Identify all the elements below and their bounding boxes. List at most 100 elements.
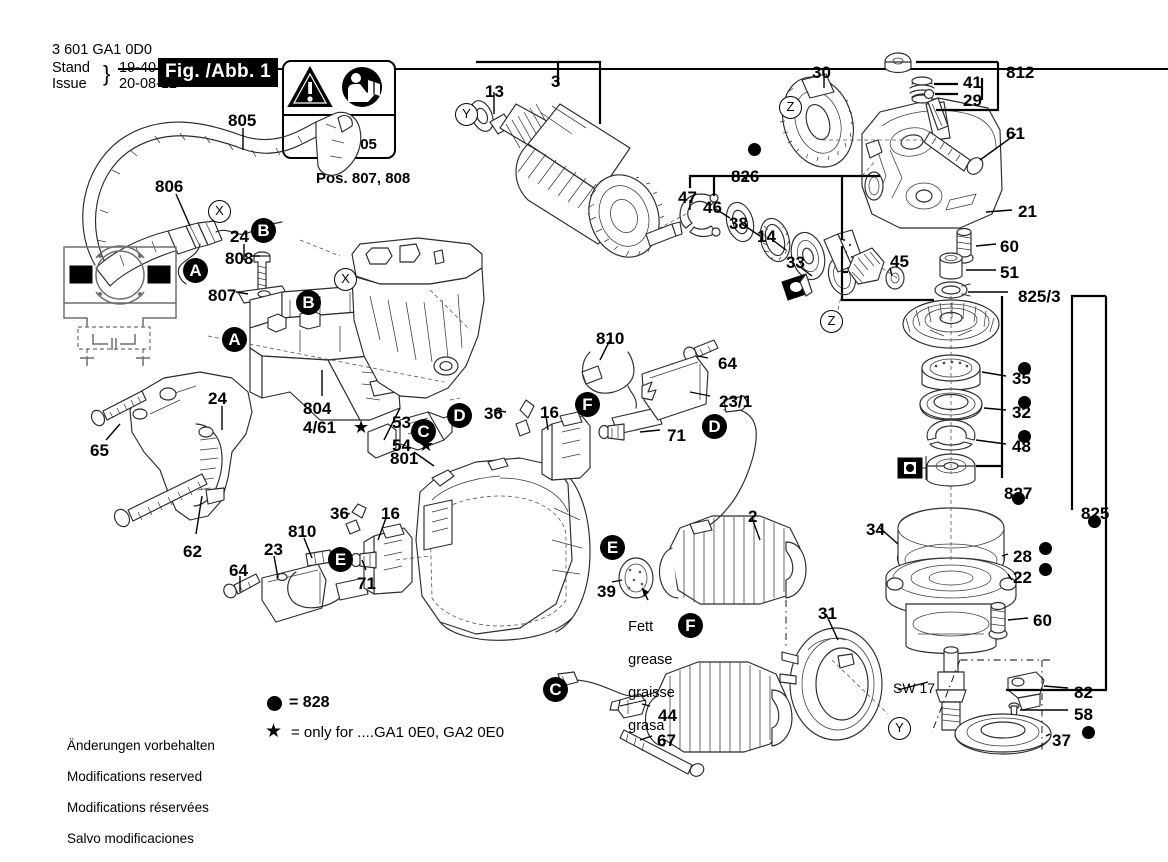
callout-14: 14 bbox=[757, 227, 776, 246]
dot-marker-828 bbox=[1012, 492, 1025, 505]
bracket-group-826 bbox=[688, 174, 880, 240]
part-D-cable bbox=[689, 395, 757, 535]
callout-8253: 825/3 bbox=[1018, 287, 1061, 306]
part-51-spacer bbox=[939, 252, 963, 280]
star-marker-54: ★ bbox=[418, 435, 435, 455]
bullet-letter-d: D bbox=[702, 414, 727, 439]
callout-805: 805 bbox=[228, 111, 257, 130]
dot-marker-828 bbox=[1088, 515, 1101, 528]
part-30-bevel-gear bbox=[779, 73, 854, 168]
part-keyed-black bbox=[781, 273, 813, 301]
callout-65: 65 bbox=[90, 441, 109, 460]
part-3-armature bbox=[470, 100, 683, 258]
dot-marker-828 bbox=[1039, 563, 1052, 576]
callout-44: 44 bbox=[658, 706, 677, 725]
ring-letter-z: Z bbox=[820, 310, 843, 333]
bracket-group-45 bbox=[840, 246, 934, 302]
dot-marker-828 bbox=[1018, 396, 1031, 409]
part-spindle bbox=[935, 646, 967, 731]
warning-triangle-icon bbox=[287, 65, 333, 107]
callout-807: 807 bbox=[208, 286, 237, 305]
legend-dot-text: = 828 bbox=[289, 694, 330, 711]
part-37-flange bbox=[954, 713, 1052, 755]
bullet-letter-b: B bbox=[296, 290, 321, 315]
part-60-screw-lower bbox=[988, 601, 1008, 640]
callout-61: 61 bbox=[1006, 124, 1025, 143]
construction-lines bbox=[207, 109, 1050, 752]
callout-53: 53 bbox=[392, 413, 411, 432]
grease-fr: graisse bbox=[628, 684, 675, 701]
callout-82: 82 bbox=[1074, 683, 1093, 702]
callout-461: 4/61 bbox=[303, 418, 337, 437]
callout-29: 29 bbox=[963, 91, 982, 110]
part-65-screw bbox=[90, 390, 147, 427]
part-825-3-circlip bbox=[934, 281, 971, 299]
part-24-housing-half-upper bbox=[351, 237, 485, 399]
part-808-screw bbox=[253, 251, 271, 293]
bracket-group-3 bbox=[476, 60, 602, 124]
part-21-gear-housing bbox=[861, 97, 1003, 229]
ring-letter-x: X bbox=[208, 200, 231, 223]
bullet-letter-c: C bbox=[411, 419, 436, 444]
bullet-letter-f: F bbox=[575, 392, 600, 417]
part-67-screw bbox=[619, 729, 705, 777]
bullet-letter-e: E bbox=[328, 547, 353, 572]
callout-826: 826 bbox=[731, 167, 760, 186]
part-36-brush-spring-upper bbox=[515, 399, 535, 437]
bracket-group-825 bbox=[1006, 294, 1108, 692]
legend-star-icon: ★ bbox=[265, 721, 283, 742]
star-marker-461: ★ bbox=[353, 417, 370, 437]
wrench-size-note: SW 17 bbox=[893, 680, 936, 696]
callout-24a: 24 bbox=[230, 227, 249, 246]
callout-21: 21 bbox=[1018, 202, 1037, 221]
callout-31: 31 bbox=[818, 604, 837, 623]
callout-23: 23 bbox=[264, 540, 283, 559]
callout-62: 62 bbox=[183, 542, 202, 561]
leader-lines bbox=[105, 74, 1069, 741]
callout-36b: 36 bbox=[484, 404, 503, 423]
callout-804: 804 bbox=[303, 399, 332, 418]
callout-3: 3 bbox=[551, 72, 561, 91]
part-38-wave-washer bbox=[759, 217, 791, 263]
grease-de: Fett bbox=[628, 618, 654, 635]
dot-marker-828 bbox=[1082, 726, 1095, 739]
footer-line-es: Salvo modificaciones bbox=[67, 830, 194, 846]
part-71-screw-upper bbox=[598, 423, 625, 441]
callout-71a: 71 bbox=[357, 574, 376, 593]
bracket-group-812 bbox=[916, 60, 1000, 112]
bullet-letter-d: D bbox=[447, 403, 472, 428]
bullet-letter-a: A bbox=[183, 258, 208, 283]
part-2-field-stator bbox=[658, 515, 807, 605]
callout-67: 67 bbox=[657, 731, 676, 750]
callout-38: 38 bbox=[729, 214, 748, 233]
callout-41: 41 bbox=[963, 73, 982, 92]
callout-22: 22 bbox=[1013, 568, 1032, 587]
callout-28: 28 bbox=[1013, 547, 1032, 566]
ring-letter-y: Y bbox=[455, 103, 478, 126]
stand-value: 19-40 bbox=[118, 60, 1168, 76]
callout-58: 58 bbox=[1074, 705, 1093, 724]
part-22-gear-cover bbox=[885, 557, 1017, 655]
stand-label: Stand bbox=[52, 60, 90, 76]
part-46-washer bbox=[725, 201, 755, 243]
part-23-1-cover bbox=[641, 355, 709, 421]
callout-812: 812 bbox=[1006, 63, 1035, 82]
callout-36a: 36 bbox=[330, 504, 349, 523]
dot-marker-828 bbox=[1018, 362, 1031, 375]
callout-60b: 60 bbox=[1033, 611, 1052, 630]
dot-marker-828 bbox=[748, 143, 761, 156]
callout-810b: 810 bbox=[596, 329, 625, 348]
bullet-letter-e: E bbox=[600, 535, 625, 560]
callout-37: 37 bbox=[1052, 731, 1071, 750]
legend-star-text: = only for ....GA1 0E0, GA2 0E0 bbox=[291, 724, 505, 741]
grease-note: Fett grease graisse grasa bbox=[612, 602, 675, 751]
part-827-icon-box bbox=[897, 456, 927, 480]
callout-806: 806 bbox=[155, 177, 184, 196]
part-field-coil-lower bbox=[644, 661, 793, 753]
part-47-circlip bbox=[679, 193, 721, 238]
legend-dot-icon bbox=[267, 696, 282, 711]
callout-16a: 16 bbox=[381, 504, 400, 523]
exploded-diagram bbox=[63, 52, 1108, 777]
bullet-letter-a: A bbox=[222, 327, 247, 352]
callout-808: 808 bbox=[225, 249, 254, 268]
